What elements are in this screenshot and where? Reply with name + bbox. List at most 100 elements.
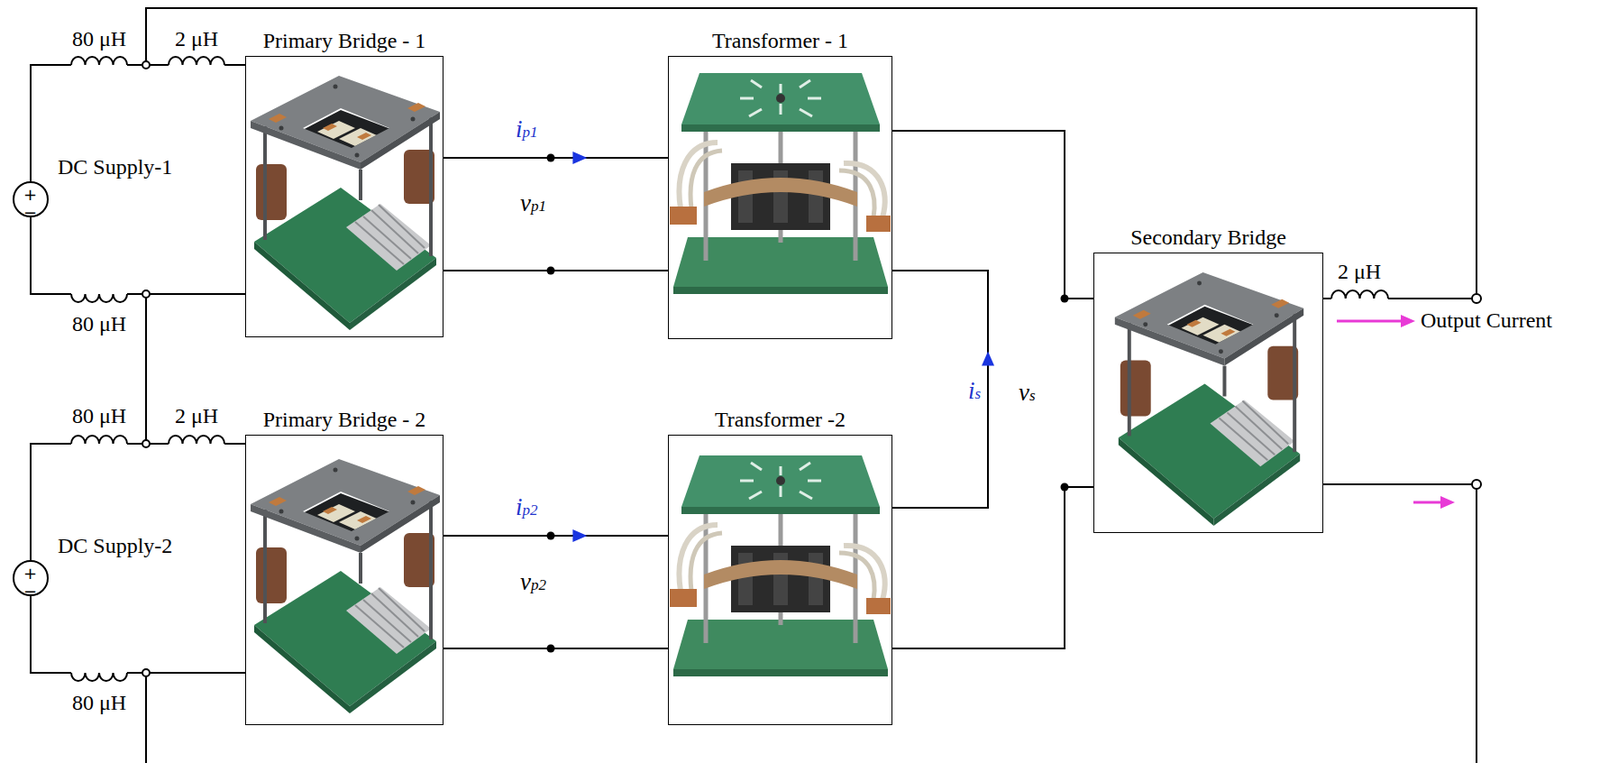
wire-connector: [892, 130, 1094, 299]
wire-connector: [892, 486, 1094, 649]
terminal: [142, 61, 150, 69]
dc-wiring: [145, 676, 147, 763]
terminal: [142, 290, 150, 298]
dc-wiring: [149, 442, 169, 445]
label-slot: Output Current: [1420, 308, 1553, 334]
dc-wiring: [71, 672, 128, 681]
polarity-sign: −: [23, 203, 37, 223]
dc-wiring: [30, 594, 72, 673]
source-name: DC Supply-1: [57, 155, 173, 181]
output-current-arrow: [1400, 314, 1416, 328]
output-current-arrow: [1413, 501, 1443, 504]
label-slot: ip1: [515, 115, 539, 144]
wire: [892, 130, 1094, 299]
dc-wiring: [168, 435, 225, 444]
label-slot: DC Supply-1: [57, 155, 173, 181]
terminal: [142, 668, 150, 677]
primary-bridge: Primary Bridge - 1: [245, 55, 444, 338]
dc-wiring: [224, 64, 246, 66]
arrow-head: [981, 350, 995, 366]
current-symbol: is: [968, 376, 981, 405]
junction-dot: [547, 154, 556, 163]
dc-wiring: [146, 8, 1477, 294]
inductance-value: 2 μH: [1337, 259, 1381, 285]
arrow-head: [572, 529, 587, 542]
polarity-sign: +: [23, 564, 37, 584]
label-slot: 80 μH: [72, 27, 127, 53]
dc-wiring: [71, 293, 128, 302]
polarity-sign: −: [23, 582, 37, 602]
transformer: Transformer -2: [667, 434, 893, 725]
wire-connector: [443, 151, 668, 165]
wire: [443, 269, 668, 272]
transformer-photo: [669, 73, 891, 294]
dc-wiring: [127, 64, 143, 66]
output-current-arrow: [1440, 495, 1455, 509]
transformer: Transformer - 1: [667, 55, 893, 339]
terminal: [142, 439, 150, 448]
label-slot: −: [23, 577, 37, 603]
wire-connector: [443, 270, 668, 272]
wire: [443, 534, 668, 537]
dc-wiring: [168, 56, 225, 65]
bridge-photo: [250, 458, 440, 714]
dc-wiring: [149, 671, 246, 674]
box-heading: Transformer - 1: [712, 28, 849, 55]
box-heading: Transformer -2: [714, 407, 846, 433]
dc-wiring: [30, 216, 72, 294]
label-slot: 80 μH: [72, 690, 127, 716]
secondary-bridge: Secondary Bridge: [1093, 252, 1324, 533]
transformer-photo: [669, 455, 891, 677]
dc-wiring: [1331, 290, 1389, 299]
box-heading: Primary Bridge - 2: [263, 407, 427, 433]
terminal: [1472, 479, 1482, 489]
box-heading: Secondary Bridge: [1130, 225, 1287, 251]
inductance-value: 80 μH: [72, 690, 127, 716]
voltage-symbol: vp1: [520, 189, 547, 218]
dc-wiring: [149, 292, 246, 295]
label-slot: is: [968, 376, 981, 405]
label-slot: −: [23, 199, 37, 224]
dc-wiring: [1475, 488, 1478, 763]
dc-wiring: [71, 435, 128, 444]
label-slot: +: [23, 559, 37, 585]
arrow-head: [572, 151, 587, 165]
label-slot: vs: [1018, 378, 1036, 407]
dc-wiring: [127, 442, 143, 445]
junction-dot: [547, 531, 556, 540]
inductance-value: 80 μH: [72, 27, 127, 53]
label-slot: vp1: [520, 189, 547, 218]
wire: [443, 647, 668, 650]
wire-connector: [892, 270, 995, 508]
label-slot: 2 μH: [174, 27, 219, 53]
polarity-sign: +: [23, 185, 37, 205]
dc-wiring: [127, 292, 143, 295]
terminal: [1472, 293, 1482, 303]
dc-wiring: [30, 8, 1477, 763]
bridge-photo: [1115, 272, 1304, 526]
label-slot: vp2: [520, 567, 547, 596]
dc-wiring: [149, 64, 169, 66]
wire: [892, 270, 988, 508]
label-slot: 2 μH: [174, 403, 219, 430]
inductance-value: 80 μH: [72, 403, 127, 430]
label-slot: 80 μH: [72, 403, 127, 430]
current-symbol: ip2: [515, 493, 539, 522]
dc-wiring: [224, 442, 246, 445]
source-name: DC Supply-2: [57, 533, 173, 559]
junction-dot: [547, 266, 556, 275]
junction-dot: [1060, 483, 1070, 492]
dc-wiring: [145, 297, 147, 440]
inductance-value: 2 μH: [174, 27, 219, 53]
label-slot: ip2: [515, 493, 539, 522]
current-symbol: ip1: [515, 115, 539, 144]
wire: [443, 156, 668, 159]
dc-wiring: [127, 671, 143, 674]
voltage-symbol: vs: [1018, 378, 1036, 407]
box-heading: Primary Bridge - 1: [263, 28, 427, 55]
primary-bridge: Primary Bridge - 2: [245, 434, 444, 725]
